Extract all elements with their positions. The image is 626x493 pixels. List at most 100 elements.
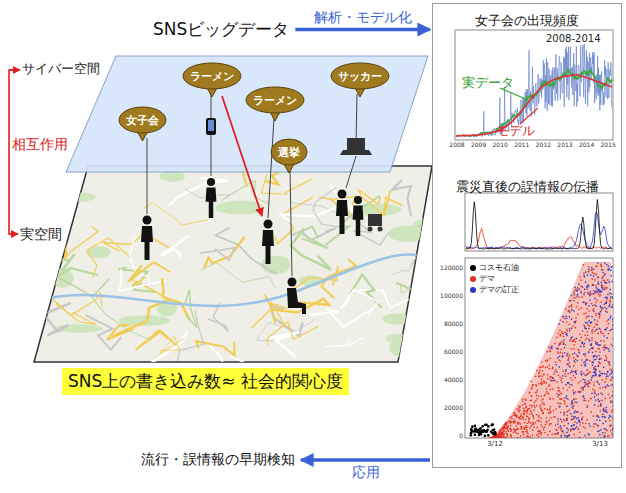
- data-dot: [592, 329, 593, 330]
- data-dot: [602, 414, 603, 415]
- data-dot: [495, 436, 496, 437]
- data-dot: [571, 419, 572, 420]
- data-dot: [577, 356, 578, 357]
- data-dot: [578, 309, 579, 310]
- data-dot: [606, 357, 607, 358]
- data-dot: [491, 423, 494, 426]
- data-dot: [601, 291, 602, 292]
- data-dot: [582, 416, 583, 417]
- data-dot: [559, 403, 560, 404]
- graphic-part: [206, 187, 217, 218]
- person-sitting: [287, 278, 306, 315]
- data-dot: [558, 432, 559, 433]
- data-dot: [600, 410, 601, 411]
- data-dot: [605, 311, 606, 312]
- data-dot: [538, 415, 539, 416]
- data-dot: [526, 410, 527, 411]
- data-dot: [558, 375, 559, 376]
- node-label: 選挙: [278, 145, 300, 160]
- data-dot: [596, 344, 597, 345]
- data-dot: [572, 354, 573, 355]
- data-dot: [553, 380, 554, 381]
- data-dot: [556, 430, 557, 431]
- data-dot: [573, 393, 574, 394]
- data-dot: [610, 400, 611, 401]
- data-dot: [574, 339, 575, 340]
- data-dot: [609, 397, 610, 398]
- data-dot: [573, 424, 574, 425]
- data-dot: [509, 417, 510, 418]
- data-dot: [602, 308, 603, 309]
- data-dot: [541, 378, 542, 379]
- data-dot: [557, 421, 558, 422]
- data-dot: [544, 382, 545, 383]
- data-dot: [474, 428, 477, 431]
- data-dot: [600, 403, 601, 404]
- data-dot: [497, 434, 498, 435]
- data-dot: [547, 374, 548, 375]
- data-dot: [540, 409, 541, 410]
- legend-row: コスモ石油: [470, 263, 519, 273]
- data-dot: [584, 343, 585, 344]
- text-node: 流行・誤情報の早期検知: [138, 449, 298, 471]
- data-dot: [611, 433, 612, 434]
- data-dot: [504, 437, 505, 438]
- data-dot: [571, 310, 572, 311]
- data-dot: [536, 405, 537, 406]
- data-dot: [601, 301, 602, 302]
- data-dot: [564, 332, 565, 333]
- data-dot: [606, 412, 607, 413]
- data-dot: [605, 421, 606, 422]
- data-dot: [583, 302, 584, 303]
- data-dot: [612, 377, 613, 378]
- data-dot: [504, 424, 505, 425]
- data-dot: [577, 391, 578, 392]
- data-dot: [494, 438, 495, 439]
- data-dot: [523, 434, 524, 435]
- data-dot: [543, 373, 544, 374]
- map-texture: [5, 143, 485, 377]
- data-dot: [604, 280, 605, 281]
- data-dot: [577, 290, 578, 291]
- data-dot: [594, 304, 595, 305]
- data-dot: [597, 342, 598, 343]
- stem-line: [147, 138, 148, 214]
- data-dot: [605, 417, 606, 418]
- data-dot: [506, 428, 507, 429]
- data-dot: [533, 384, 534, 385]
- data-dot: [525, 404, 526, 405]
- stem-line: [211, 134, 212, 176]
- data-dot: [554, 433, 555, 434]
- road-line: [310, 308, 373, 327]
- map-plane: [34, 166, 432, 362]
- data-dot: [571, 306, 572, 307]
- data-dot: [594, 370, 595, 371]
- data-dot: [514, 430, 515, 431]
- data-dot: [480, 433, 483, 436]
- data-dot: [570, 300, 571, 301]
- data-dot: [612, 345, 613, 346]
- data-dot: [474, 428, 477, 431]
- data-dot: [561, 398, 562, 399]
- data-dot: [549, 408, 550, 409]
- data-dot: [587, 359, 588, 360]
- data-dot: [611, 266, 612, 267]
- data-dot: [526, 427, 527, 428]
- data-dot: [561, 382, 562, 383]
- data-dot: [562, 316, 563, 317]
- data-dot: [547, 434, 548, 435]
- data-dot: [564, 352, 565, 353]
- data-dot: [558, 387, 559, 388]
- data-dot: [550, 417, 551, 418]
- data-dot: [548, 412, 549, 413]
- data-dot: [592, 305, 593, 306]
- laptop-icon: [340, 138, 372, 155]
- node-label: SNS上の書き込み数≈ 社会的関心度: [68, 370, 343, 393]
- data-dot: [536, 434, 537, 435]
- data-dot: [597, 277, 598, 278]
- data-dot: [552, 367, 553, 368]
- axis-tick: 100000: [440, 293, 463, 300]
- data-dot: [608, 363, 609, 364]
- speech-bubble: 選挙: [270, 138, 308, 174]
- data-dot: [511, 429, 512, 430]
